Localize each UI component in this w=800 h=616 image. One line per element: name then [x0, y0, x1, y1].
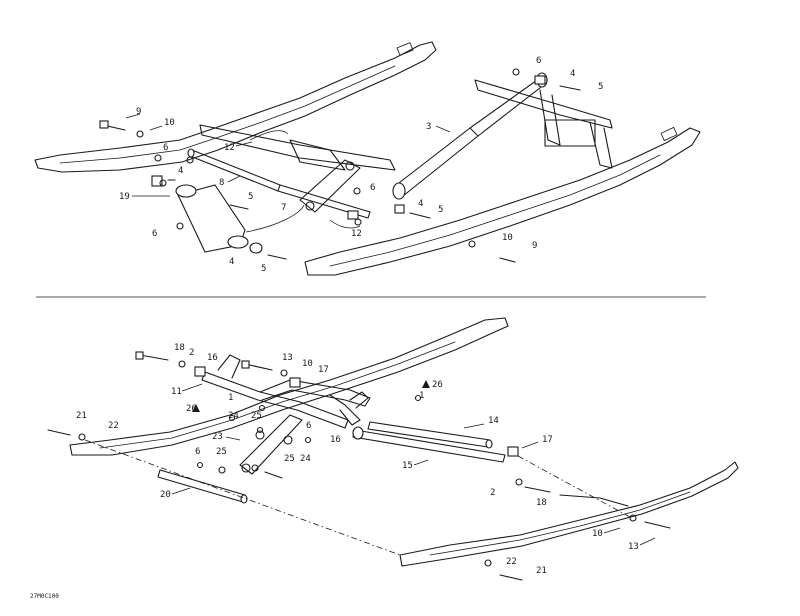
callout: 2 [490, 488, 495, 498]
top-arm-12 [199, 124, 396, 171]
callout: 25 [251, 411, 262, 421]
callout: 13 [628, 542, 639, 552]
callout: 7 [281, 203, 286, 213]
callout: 5 [598, 82, 603, 92]
callout: 4 [570, 69, 575, 79]
callout: 6 [152, 229, 157, 239]
callout: 1 [228, 393, 233, 403]
callout: 2 [189, 348, 194, 358]
callout: 20 [160, 490, 171, 500]
callout: 18 [536, 498, 547, 508]
callout: 6 [195, 447, 200, 457]
callout: 5 [261, 264, 266, 274]
bottom-link-plate-23 [239, 414, 303, 475]
top-link-plate-7 [299, 159, 361, 213]
bottom-right-rail [399, 461, 739, 567]
callout: 4 [178, 166, 183, 176]
top-shock-absorber-3 [392, 72, 548, 200]
callout: 9 [136, 107, 141, 117]
callout: 21 [536, 566, 547, 576]
callout: 4 [418, 199, 423, 209]
callout: 17 [318, 365, 329, 375]
callout: 12 [224, 143, 235, 153]
bottom-callout-labels: 18 2 16 11 13 10 17 1 26 26 1 24 25 23 6… [76, 343, 656, 576]
callout: 16 [207, 353, 218, 363]
callout: 26 [432, 380, 443, 390]
callout: 6 [163, 143, 168, 153]
callout: 18 [174, 343, 185, 353]
callout: 23 [212, 432, 223, 442]
callout: 10 [592, 529, 603, 539]
callout: 16 [330, 435, 341, 445]
callout: 15 [402, 461, 413, 471]
callout: 5 [438, 205, 443, 215]
callout: 24 [300, 454, 311, 464]
callout: 10 [502, 233, 513, 243]
callout: 17 [542, 435, 553, 445]
callout: 6 [536, 56, 541, 66]
callout: 1 [419, 391, 424, 401]
callout: 19 [119, 192, 130, 202]
callout: 9 [532, 241, 537, 251]
callout: 26 [186, 404, 197, 414]
callout: 22 [108, 421, 119, 431]
callout: 6 [370, 183, 375, 193]
callout: 5 [248, 192, 253, 202]
callout: 25 [284, 454, 295, 464]
callout: 13 [282, 353, 293, 363]
callout: 8 [219, 178, 224, 188]
callout: 11 [171, 387, 182, 397]
drawing-code: 27M0C100 [30, 593, 59, 600]
top-hardware [99, 68, 581, 263]
top-upper-bracket [474, 79, 613, 169]
top-shock-absorber-19 [175, 184, 263, 254]
callout: 22 [506, 557, 517, 567]
callout: 24 [228, 411, 239, 421]
bottom-hardware [47, 351, 671, 581]
top-right-rail [304, 127, 701, 276]
bottom-left-rail [69, 317, 509, 456]
top-left-rail [34, 41, 437, 173]
callout: 12 [351, 229, 362, 239]
callout: 6 [306, 421, 311, 431]
bottom-shafts-14-15-20 [157, 421, 523, 504]
callout: 21 [76, 411, 87, 421]
callout: 4 [229, 257, 234, 267]
callout: 10 [164, 118, 175, 128]
callout: 14 [488, 416, 499, 426]
top-callout-labels: 9 10 6 4 19 5 6 8 12 7 6 4 5 12 3 6 4 5 … [119, 56, 603, 274]
callout: 25 [216, 447, 227, 457]
callout: 10 [302, 359, 313, 369]
callout: 3 [426, 122, 431, 132]
